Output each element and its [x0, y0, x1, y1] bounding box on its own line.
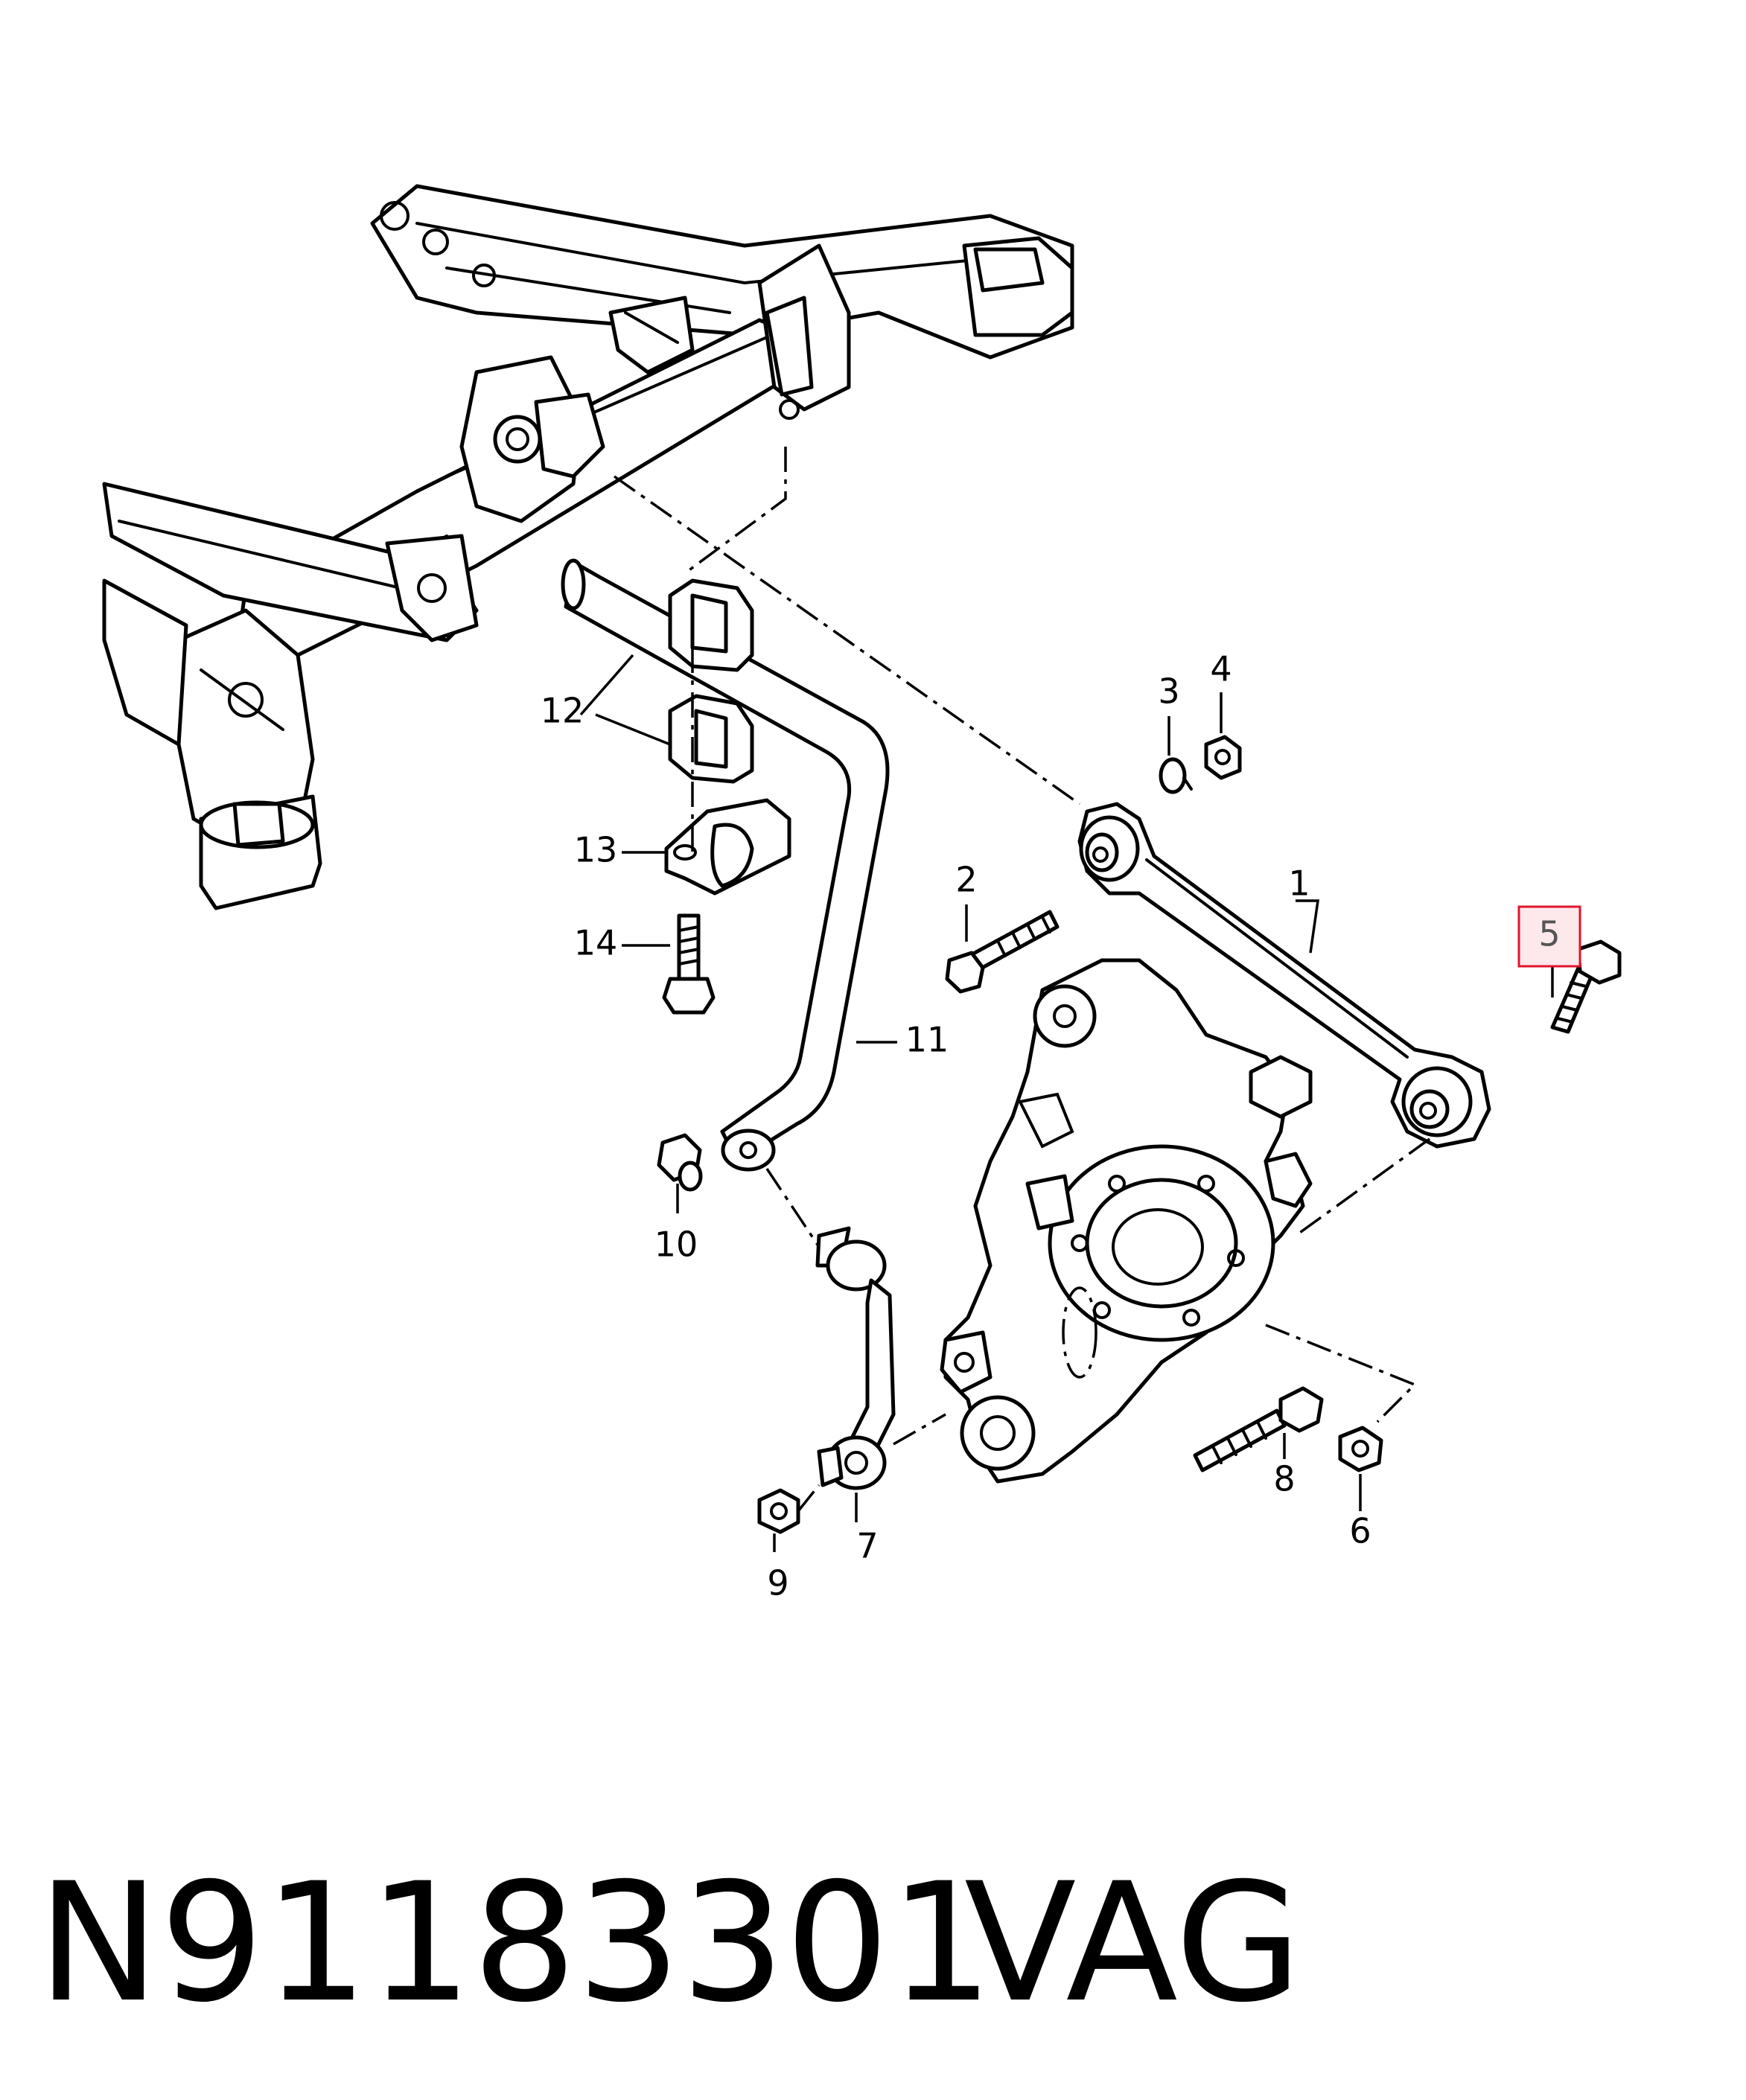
bolt-2 [945, 910, 1060, 994]
callout-labels: 1 2 3 4 5 6 7 8 9 10 11 12 13 14 [541, 649, 1581, 1603]
callout-8: 8 [1273, 1459, 1295, 1499]
callout-5: 5 [1538, 914, 1560, 954]
callout-12: 12 [541, 691, 584, 731]
stabilizer-clamp [664, 798, 791, 896]
leader-lines [579, 654, 1554, 1552]
callout-13: 13 [574, 830, 618, 870]
callout-1: 1 [1288, 864, 1310, 904]
part-number: N91183301 [37, 1848, 994, 2038]
callout-9: 9 [767, 1563, 788, 1603]
transverse-link [1077, 802, 1491, 1149]
callout-4: 4 [1210, 649, 1232, 689]
nut-10 [657, 1133, 703, 1192]
stabilizer-bar [561, 558, 890, 1172]
bolt-8 [1193, 1386, 1324, 1472]
brand-name: VAG [964, 1848, 1302, 2038]
stabilizer-bushing [668, 578, 754, 784]
bolt-14 [662, 913, 716, 1015]
callout-2: 2 [955, 860, 977, 900]
exploded-parts-diagram: 1 2 3 4 5 6 7 8 9 10 11 12 13 14 [102, 184, 1622, 1603]
rear-subframe [102, 184, 1074, 910]
callout-10: 10 [654, 1225, 698, 1265]
wheel-carrier [940, 958, 1313, 1484]
highlight-box-callout-5 [1517, 905, 1581, 968]
nut-4 [1204, 735, 1242, 780]
nut-9 [757, 1488, 800, 1534]
callout-7: 7 [856, 1526, 878, 1566]
coupling-rod [815, 1226, 896, 1490]
bolt-5 [1550, 939, 1622, 1034]
nut-6 [1338, 1426, 1383, 1472]
callout-14: 14 [574, 923, 618, 963]
washer-3 [1159, 757, 1193, 794]
callout-11: 11 [905, 1020, 949, 1060]
assembly-lines [613, 447, 1431, 1513]
callout-6: 6 [1349, 1511, 1371, 1551]
callout-3: 3 [1158, 671, 1179, 712]
